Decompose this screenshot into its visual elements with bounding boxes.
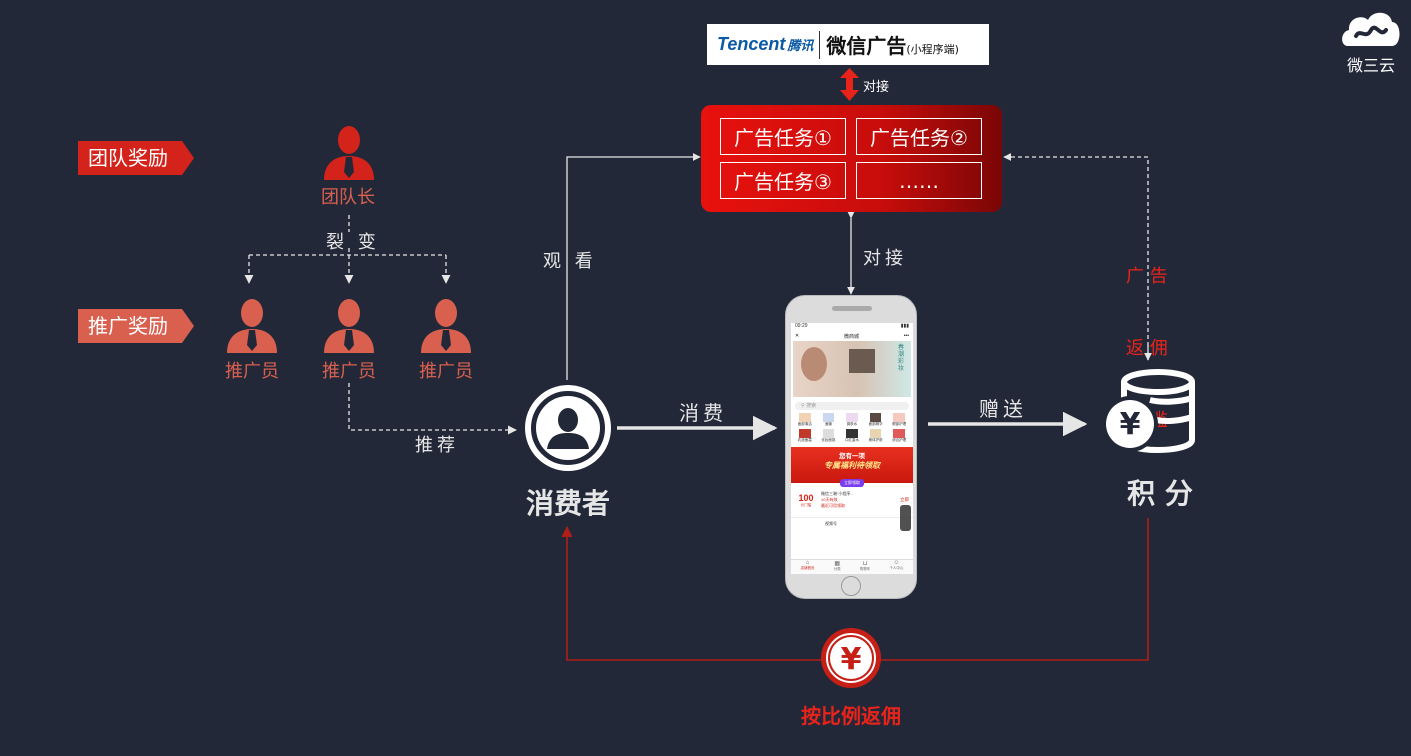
tab-profile[interactable]: ☺个人中心 — [889, 560, 904, 570]
bottom-tabbar: ⌂店铺首页 ▦分类 ⊔购物车 ☺个人中心 — [791, 559, 913, 574]
promo-line2: 专属福利待领取 — [824, 461, 880, 470]
more-icon[interactable]: ••• — [903, 333, 909, 339]
recommend-label: 推荐 — [415, 435, 459, 456]
coupon-sub: 10天有效 — [821, 497, 838, 502]
app-header: ✕ 微商城 ••• — [791, 331, 913, 341]
rebate-label: 按比例返佣 — [801, 704, 901, 728]
coupon-title: 微信三端“小程序... — [821, 491, 854, 496]
tencent-logo-text: Tencent — [717, 34, 786, 54]
coupon-row[interactable]: 100 元门槛 微信三端“小程序... 10天有效 最近可用领取 立即 — [791, 483, 913, 518]
app-title: 微商城 — [843, 333, 859, 340]
category-item[interactable]: 化妆面部 — [817, 429, 841, 443]
promoter-icon-2 — [324, 299, 374, 353]
team-reward-tag: 团队奖励 — [78, 141, 194, 175]
category-item[interactable]: 爽肤水 — [840, 413, 864, 427]
coupon-value: 100 — [798, 492, 814, 503]
ad-task-more: …… — [856, 162, 982, 199]
dock-label-mid: 对接 — [863, 248, 907, 269]
promo-reward-tag: 推广奖励 — [78, 309, 194, 343]
phone-screen: 09:29 ▮▮▮ ✕ 微商城 ••• 春 潮 彩 妆 ⚲ 搜索 面部清洁 面膜… — [791, 323, 913, 574]
home-icon: ⌂ — [805, 560, 810, 566]
fission-label: 裂 变 — [326, 232, 380, 253]
coupon-cta[interactable]: 立即 — [900, 497, 909, 502]
wechat-ad-title: 微信广告 — [826, 34, 907, 58]
coins-icon: ¥ — [1102, 369, 1195, 454]
ad-task-panel — [701, 105, 1002, 212]
user-icon: ☺ — [893, 560, 900, 566]
category-grid: 面部清洁 面膜 爽肤水 面部精华 眼部护理 乳液面霜 化妆面部 口红香水 美体护… — [791, 413, 913, 443]
promo-button[interactable]: 立即领取 — [840, 479, 864, 487]
rebate-loop — [878, 518, 1149, 661]
phone-home-button — [841, 576, 861, 596]
coupon-row-2[interactable]: 视频号 — [825, 521, 837, 526]
consumer-icon — [525, 385, 611, 471]
team-leader-label: 团队长 — [321, 187, 375, 208]
rebate-yen-icon: ¥ — [821, 628, 881, 688]
banner-model-image — [801, 347, 827, 381]
category-item[interactable]: 眼部护理 — [887, 413, 911, 427]
team-leader-icon — [324, 126, 374, 180]
svg-text:¥: ¥ — [841, 642, 862, 677]
tencent-ad-banner: Tencent 腾讯 微信广告 (小程序端) — [707, 24, 989, 65]
ad-task-2: 广告任务② — [856, 118, 982, 155]
coupon-unit: 元门槛 — [800, 502, 812, 507]
consumer-label: 消费者 — [525, 487, 610, 520]
search-placeholder: 搜索 — [806, 403, 817, 409]
search-icon: ⚲ — [801, 403, 807, 409]
team-reward-text: 团队奖励 — [88, 146, 168, 170]
category-item[interactable]: 面部清洁 — [793, 413, 817, 427]
promo-line1: 您有一项 — [839, 453, 865, 460]
search-bar[interactable]: ⚲ 搜索 — [795, 402, 909, 410]
dock-label-top: 对接 — [863, 80, 890, 95]
close-icon[interactable]: ✕ — [795, 333, 800, 339]
phone-speaker — [832, 306, 872, 311]
cart-icon: ⊔ — [862, 561, 868, 567]
grid-icon: ▦ — [834, 561, 841, 567]
cloud-logo-icon — [1342, 12, 1400, 46]
category-item[interactable]: 乳液面霜 — [793, 429, 817, 443]
promo-banner[interactable]: 您有一项 专属福利待领取 立即领取 — [791, 447, 913, 487]
ad-threshold-2: 返 佣 — [1126, 338, 1168, 359]
points-label: 积 分 — [1127, 477, 1193, 510]
consume-label: 消费 — [679, 401, 727, 425]
status-time: 09:29 — [795, 323, 808, 329]
ad-task-3: 广告任务③ — [720, 162, 846, 199]
phone-mockup: 09:29 ▮▮▮ ✕ 微商城 ••• 春 潮 彩 妆 ⚲ 搜索 面部清洁 面膜… — [785, 295, 917, 599]
watch-label: 观 看 — [543, 251, 597, 272]
promoter-icon-3 — [421, 299, 471, 353]
ad-task-1: 广告任务① — [720, 118, 846, 155]
category-item[interactable]: 美体护肤 — [864, 429, 888, 443]
promoter-label-2: 推广员 — [322, 361, 376, 382]
tab-cart[interactable]: ⊔购物车 — [859, 561, 871, 571]
category-item[interactable]: 面膜 — [817, 413, 841, 427]
threshold-line — [1003, 153, 1149, 360]
watch-line — [566, 153, 701, 380]
status-bar: 09:29 ▮▮▮ — [795, 323, 909, 329]
brand-logo: 微三云 — [1338, 6, 1404, 75]
promoter-label-1: 推广员 — [225, 361, 279, 382]
fission-lines — [244, 215, 517, 435]
tab-home[interactable]: ⌂店铺首页 — [800, 560, 815, 570]
promo-reward-text: 推广奖励 — [88, 314, 168, 338]
banner-text: 春 潮 彩 妆 — [898, 345, 905, 372]
brand-name: 微三云 — [1346, 56, 1395, 75]
banner-palette-image — [849, 349, 875, 373]
banner[interactable]: 春 潮 彩 妆 — [793, 341, 911, 397]
category-item[interactable]: 面部精华 — [864, 413, 888, 427]
promoter-label-3: 推广员 — [419, 361, 473, 382]
ad-threshold-1: 广 告 — [1126, 266, 1168, 287]
promoter-icon-1 — [227, 299, 277, 353]
wechat-ad-sub: (小程序端) — [906, 42, 959, 56]
category-item[interactable]: 综合护理 — [887, 429, 911, 443]
gift-label: 赠送 — [979, 397, 1027, 421]
dock-red-arrow — [840, 68, 859, 101]
svg-text:¥: ¥ — [1120, 407, 1141, 442]
category-item[interactable]: 口红香水 — [840, 429, 864, 443]
tab-category[interactable]: ▦分类 — [833, 561, 841, 571]
floating-scroll-button[interactable] — [900, 505, 911, 531]
tencent-cn: 腾讯 — [787, 39, 814, 54]
coupon-note: 最近可用领取 — [821, 503, 845, 508]
